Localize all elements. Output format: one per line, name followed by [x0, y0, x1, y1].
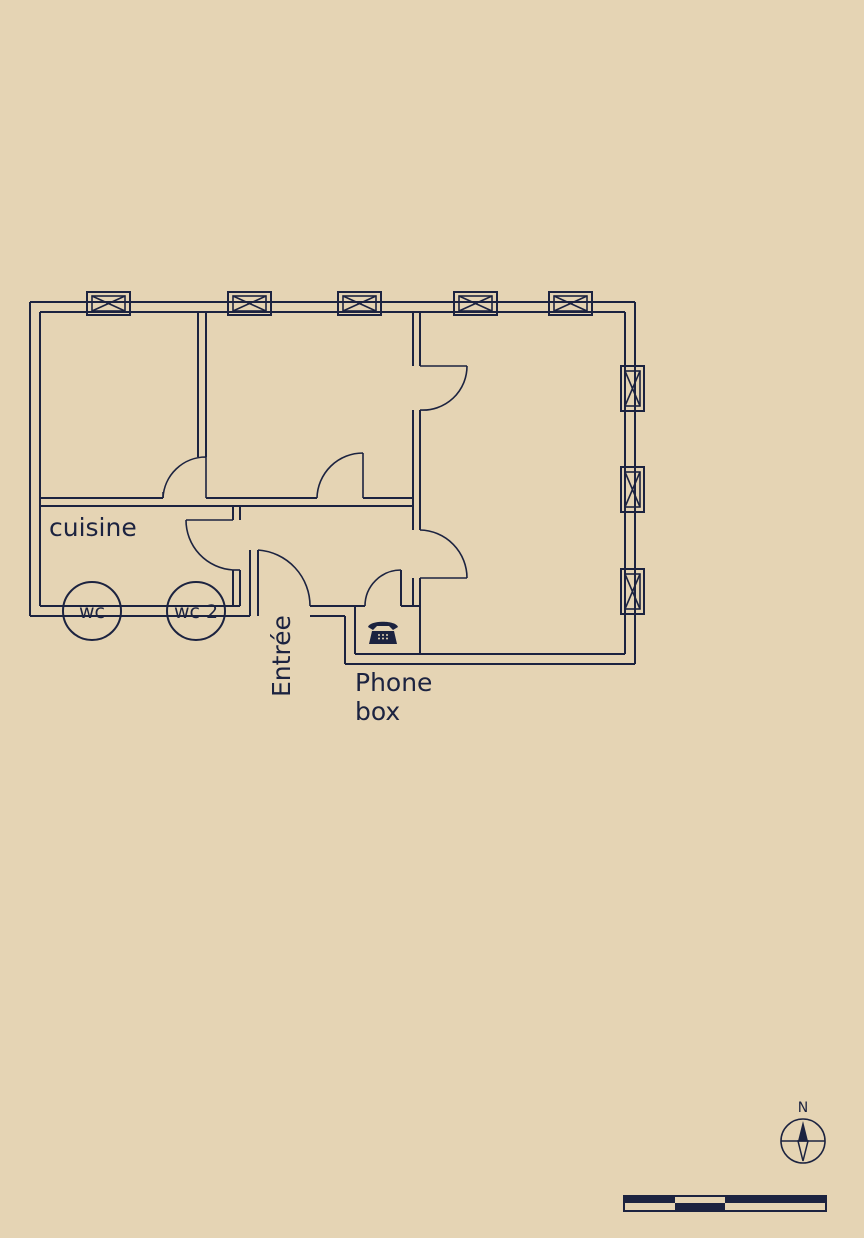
- phone-booth-label-line1: Phone: [355, 668, 432, 697]
- window-icon: [453, 291, 498, 316]
- phone-booth-label-line2: box: [355, 697, 400, 726]
- door-swing: [185, 519, 234, 571]
- wc2-label: wc 2: [174, 601, 218, 623]
- windows: [86, 291, 645, 615]
- door-swing: [162, 456, 207, 499]
- window-icon: [620, 365, 645, 412]
- scale-bar: [623, 1195, 827, 1212]
- window-icon: [227, 291, 272, 316]
- door-swing: [419, 529, 468, 579]
- telephone-icon: [368, 621, 398, 644]
- window-icon: [337, 291, 382, 316]
- window-icon: [620, 568, 645, 615]
- window-icon: [548, 291, 593, 316]
- door-swing: [364, 569, 402, 607]
- window-icon: [620, 466, 645, 513]
- door-swing: [316, 452, 364, 499]
- window-icon: [86, 291, 131, 316]
- door-swing: [419, 365, 468, 411]
- wc-label: wc: [79, 601, 105, 623]
- interior-walls: [40, 312, 421, 654]
- door-swing: [257, 549, 311, 607]
- wc-fixture-2: [166, 581, 226, 641]
- kitchen-label: cuisine: [49, 513, 137, 542]
- compass-rose-icon: N: [780, 1100, 826, 1164]
- entrance-label: Entrée: [267, 615, 296, 697]
- north-label: N: [798, 1100, 808, 1116]
- doors: [162, 365, 468, 607]
- wc-fixture-1: [62, 581, 122, 641]
- wc-fixtures: wc wc 2: [62, 581, 226, 641]
